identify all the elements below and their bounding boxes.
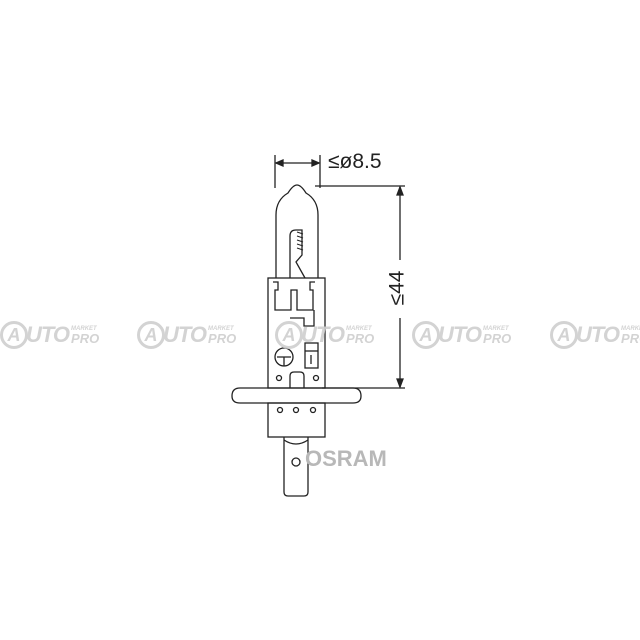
bulb-base xyxy=(267,277,326,389)
flange xyxy=(231,387,362,438)
length-label: ≤44 xyxy=(385,270,409,306)
watermark-logo-icon: A xyxy=(550,321,578,349)
diameter-label: ≤ø8.5 xyxy=(328,150,382,173)
diameter-dimension xyxy=(274,155,321,188)
bulb-glass xyxy=(275,184,319,279)
watermark-logo-icon: A xyxy=(137,321,165,349)
contact-tab xyxy=(283,437,309,497)
watermark-logo-icon: A xyxy=(0,321,28,349)
watermark-logo-icon: A xyxy=(412,321,440,349)
osram-logo: OSRAM xyxy=(305,446,387,471)
watermark-logo-icon: A xyxy=(275,321,303,349)
